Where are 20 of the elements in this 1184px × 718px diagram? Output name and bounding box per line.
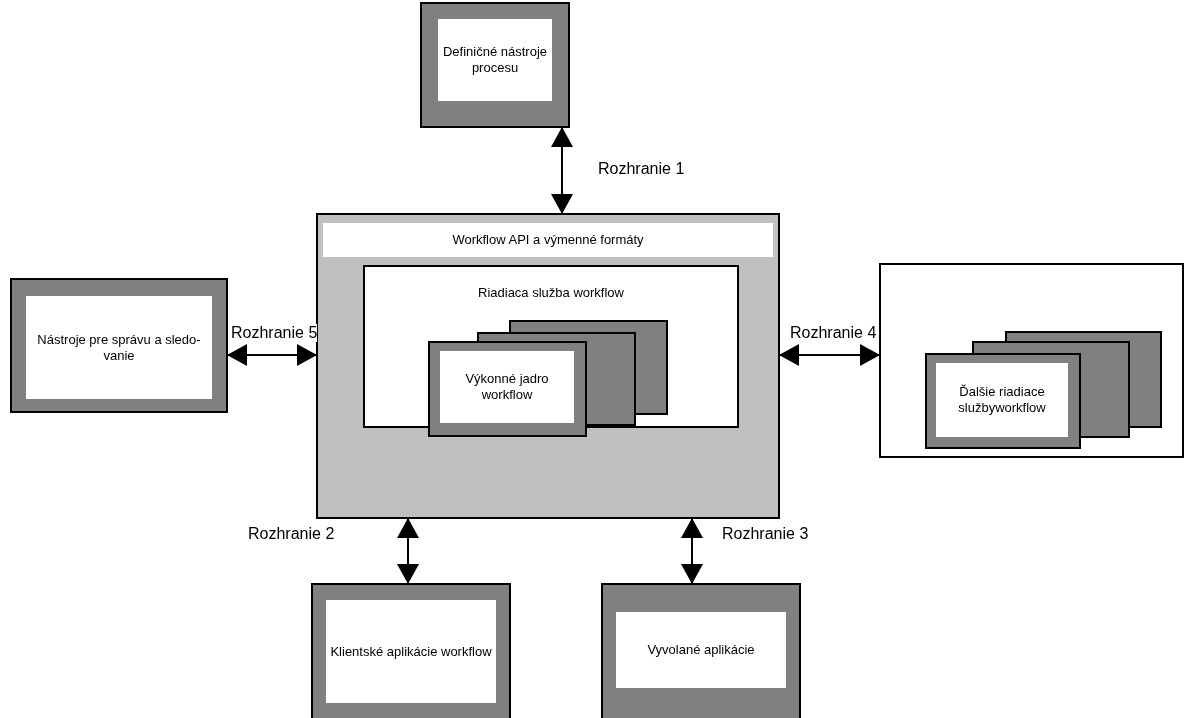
component-box	[311, 583, 511, 718]
system-box	[316, 213, 780, 519]
double-arrow	[681, 517, 703, 585]
component-box	[420, 2, 570, 128]
double-arrow	[551, 126, 573, 215]
node-label: Nástroje pre správu a sledo- vanie	[36, 331, 202, 364]
component-box	[601, 583, 801, 718]
double-arrow	[397, 517, 419, 585]
component-box	[10, 278, 228, 413]
container-box	[879, 263, 1184, 458]
node-label: Výkonné jadro workflow	[464, 371, 550, 403]
box-heading: Riadiaca služba workflow	[477, 285, 625, 301]
edge-label: Rozhranie 5	[231, 324, 318, 342]
node-label: Definičné nástroje procesu	[441, 44, 549, 76]
double-arrow	[778, 344, 881, 366]
node-label: Klientské aplikácie workflow	[330, 643, 492, 660]
node-label: Ďalšie riadiace službyworkflow	[957, 384, 1047, 416]
band-label: Workflow API a výmenné formáty	[452, 232, 644, 248]
double-arrow	[226, 344, 318, 366]
node-label: Vyvolané aplikácie	[647, 642, 755, 658]
